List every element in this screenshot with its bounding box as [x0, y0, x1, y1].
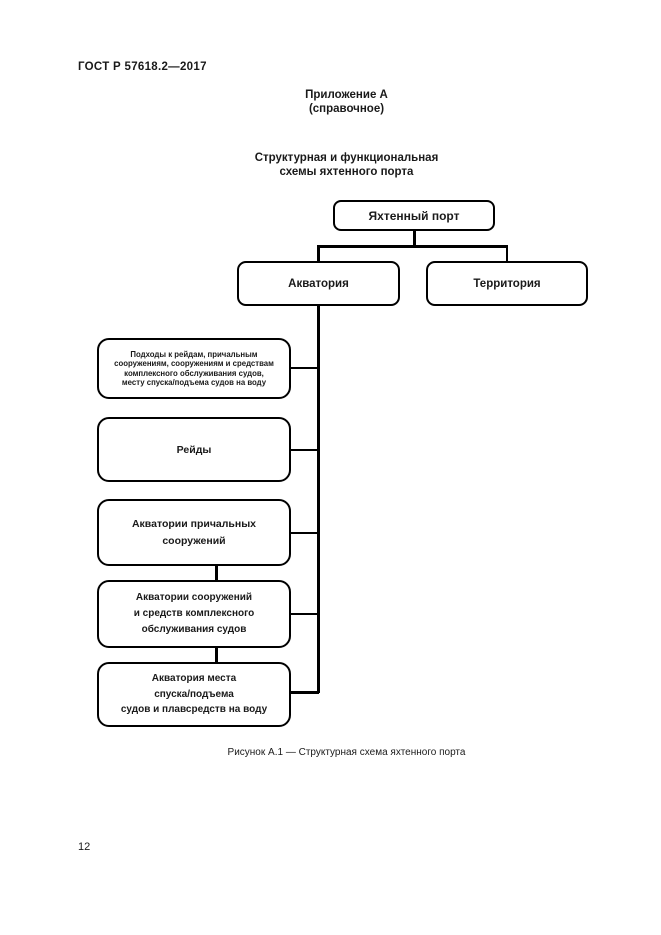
- appendix-label: Приложение А: [305, 89, 388, 101]
- connector-line: [289, 612, 319, 615]
- connector-line: [215, 646, 218, 664]
- diagram-title: Структурная и функциональная схемы яхтен…: [254, 152, 439, 178]
- appendix-type: (справочное): [308, 103, 385, 115]
- connector-line: [317, 304, 320, 693]
- connector-line: [317, 245, 508, 248]
- node-territory: Территория: [426, 261, 588, 306]
- node-berthing-aquatoria: Акватории причальных сооружений: [97, 499, 291, 566]
- node-aquatoria: Акватория: [237, 261, 400, 306]
- connector-line: [289, 448, 319, 451]
- connector-line: [317, 245, 320, 263]
- connector-line: [413, 229, 416, 247]
- document-code: ГОСТ Р 57618.2—2017: [78, 61, 207, 73]
- page-number: 12: [78, 841, 91, 853]
- node-service-aquatoria: Акватории сооружений и средств комплексн…: [97, 580, 291, 648]
- figure-caption: Рисунок А.1 — Структурная схема яхтенног…: [227, 747, 466, 758]
- node-approaches: Подходы к рейдам, причальным сооружениям…: [97, 338, 291, 399]
- node-launch-aquatoria: Акватория места спуска/подъема судов и п…: [97, 662, 291, 727]
- connector-line: [215, 564, 218, 582]
- connector-line: [289, 691, 319, 694]
- connector-line: [505, 245, 508, 263]
- connector-line: [289, 531, 319, 534]
- connector-line: [289, 366, 319, 369]
- node-yacht-port: Яхтенный порт: [333, 200, 495, 231]
- node-roadsteads: Рейды: [97, 417, 291, 482]
